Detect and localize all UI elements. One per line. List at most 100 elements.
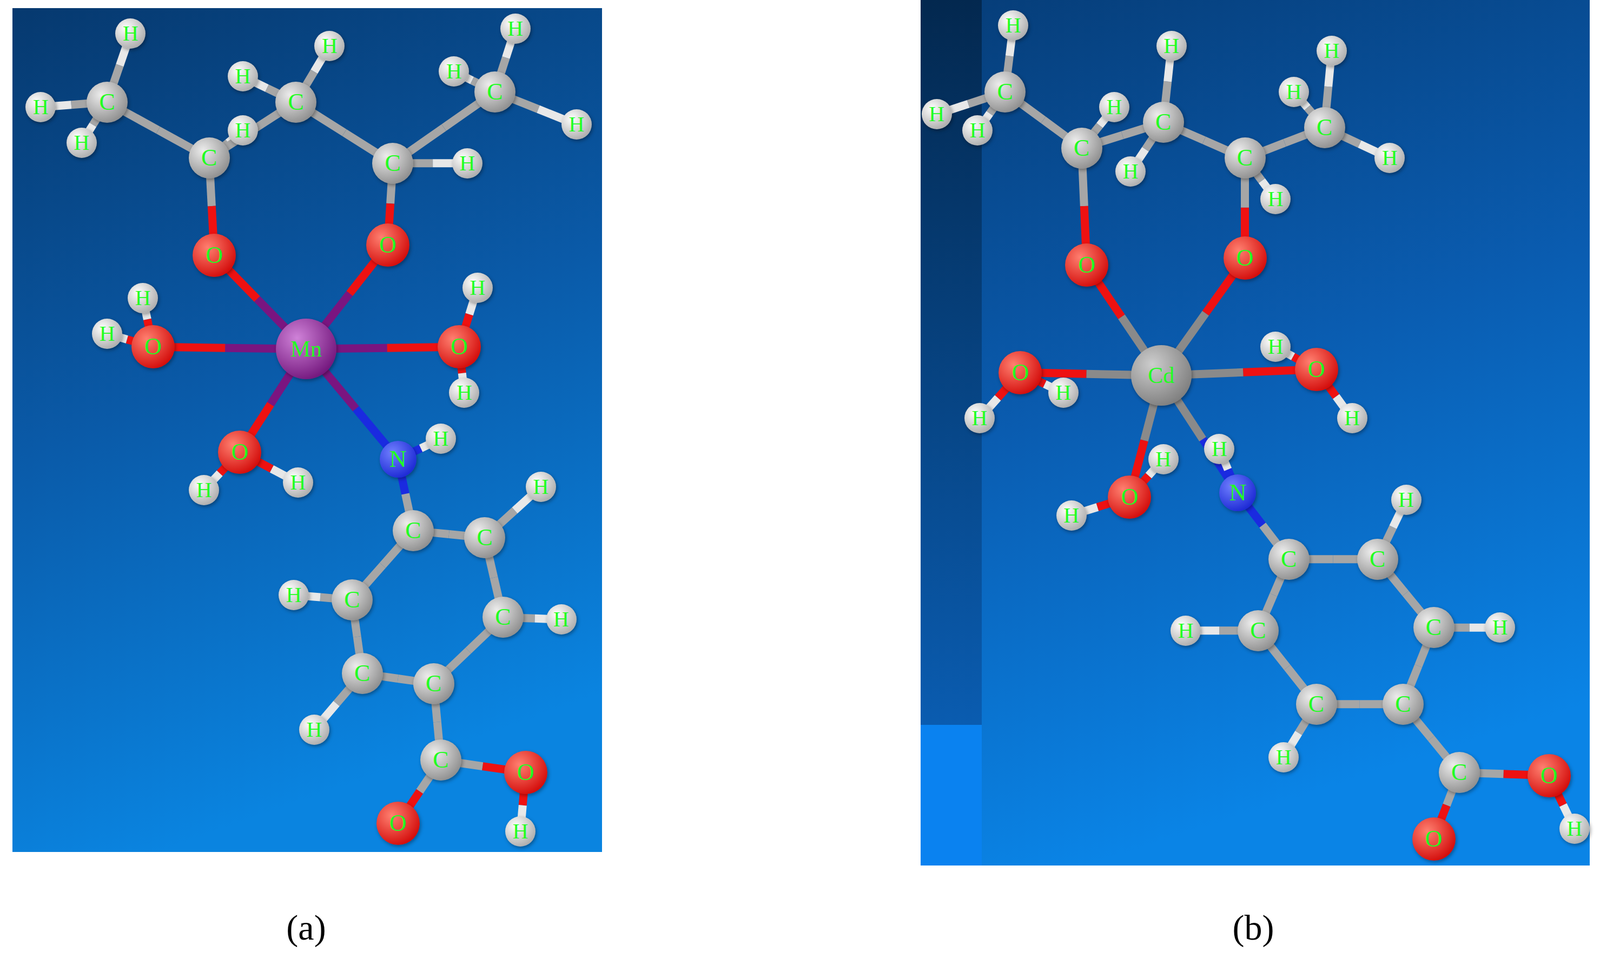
bond-half [1389,573,1406,594]
bond-half [256,299,287,329]
bond-half [432,159,455,168]
bond-half [446,650,469,672]
chemical-bond [1093,117,1107,134]
atom-sphere: H [314,30,345,62]
atom-sphere: O [437,325,481,369]
atom-sphere: O [217,430,262,474]
bond-half [364,565,383,587]
chemical-bond [354,618,361,656]
bond-half [949,103,969,111]
chemical-bond [512,98,565,120]
chemical-bond [1452,627,1488,628]
atom-symbol: O [1540,763,1558,788]
bond-half [382,544,401,566]
bond-half [1326,86,1329,110]
chemical-bond [401,474,410,513]
bond-half [1477,772,1504,775]
bond-half [270,372,291,405]
bond-half [1333,554,1360,564]
bond-half [1219,626,1240,635]
chemical-bond [435,702,440,743]
atom-symbol: H [196,479,213,501]
atom-sphere: C [1357,538,1399,580]
bond-half [210,176,213,207]
atom-sphere: O [1527,754,1571,798]
atom-symbol: H [1055,381,1071,404]
chemical-bond [431,532,467,536]
bond-half [250,404,271,436]
atom-sphere: O [998,351,1042,395]
atom-sphere: C [482,596,524,638]
bond-half [437,722,439,743]
bond-half [1176,399,1203,440]
bond-half [401,474,406,494]
bond-half [336,687,350,704]
bond-half [444,102,480,128]
bond-half [119,45,127,66]
bond-half [1134,440,1145,479]
chemical-bond [1410,644,1427,687]
bond-half [306,596,321,598]
atom-sphere: H [1170,615,1201,646]
chemical-bond [1440,789,1453,821]
atom-symbol: C [1394,692,1411,717]
bond-half [408,791,420,808]
bond-half [405,493,409,513]
bond-half [1405,593,1423,614]
atom-sphere: H [227,61,259,92]
atom-symbol: H [1286,81,1302,103]
atom-sphere: H [962,115,993,146]
bond-half [1269,645,1288,668]
chemical-bond [250,372,292,436]
atom-symbol: H [1178,619,1194,642]
atom-sphere: C [1438,751,1480,793]
bond-half [431,532,449,534]
atom-sphere: N [379,440,417,478]
bond-half [1086,373,1134,375]
atom-symbol: H [1106,96,1123,118]
bond-half [1418,644,1427,666]
chemical-bond [364,544,401,586]
chemical-bond [1165,58,1170,105]
atom-sphere: C [188,137,230,179]
atom-sphere: H [462,272,493,303]
bond-half [311,111,345,133]
panel-label: (a) [286,907,326,949]
atom-symbol: C [98,90,115,115]
chemical-bond [322,687,351,720]
atom-symbol: H [1267,188,1284,210]
atom-symbol: H [1566,817,1583,840]
bond-half [435,702,438,723]
chemical-bond [1198,630,1240,631]
atom-symbol: N [1228,480,1247,505]
atom-symbol: H [459,152,476,175]
chemical-bond [380,676,416,682]
bond-half [355,408,388,447]
atom-symbol: C [344,587,360,612]
bond-half [305,71,315,87]
atom-sphere: H [1391,484,1422,515]
atom-symbol: N [389,447,407,472]
bond-half [1020,102,1044,121]
atom-symbol: Mn [290,337,322,361]
bond-half [356,636,360,656]
chemical-bond [988,386,1008,409]
atom-sphere: H [964,402,995,434]
atom-symbol: H [321,35,338,57]
atom-symbol: Cd [1147,364,1175,387]
atom-symbol: C [476,525,493,550]
bond-half [1204,140,1228,151]
chemical-bond [1142,468,1155,483]
atom-sphere: H [1156,30,1187,62]
atom-sphere: H [188,474,220,506]
bond-half [488,555,494,578]
atom-symbol: H [446,60,462,83]
atom-sphere: C [331,579,373,621]
atom-sphere: C [275,81,317,123]
atom-sphere: O [366,223,410,267]
chemical-bond [459,762,507,770]
atom-sphere: N [1219,474,1256,512]
atom-symbol: C [1369,547,1386,572]
atom-symbol: H [456,381,473,404]
atom-symbol: O [144,334,162,359]
